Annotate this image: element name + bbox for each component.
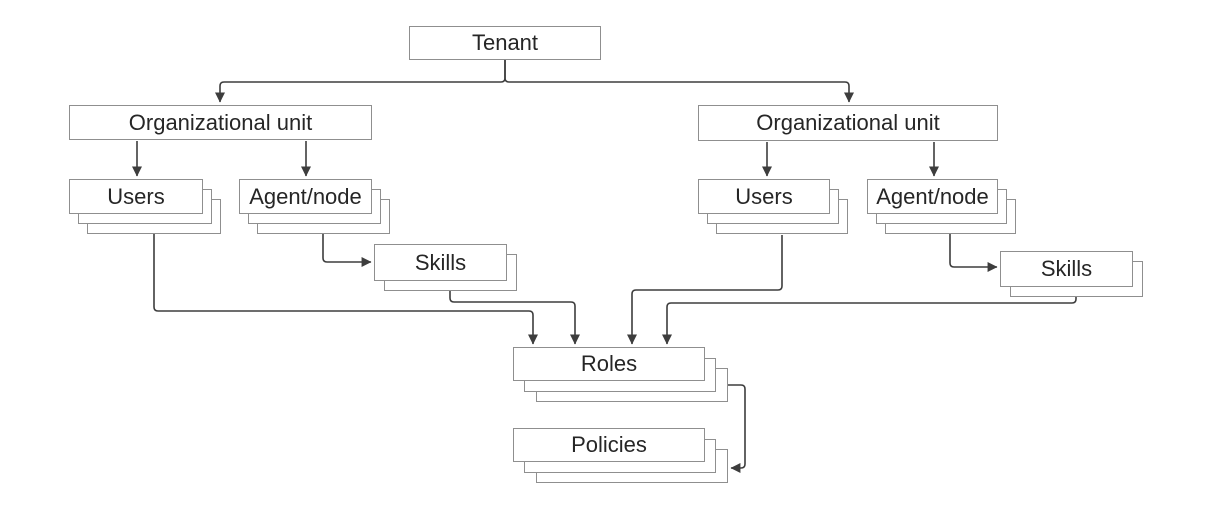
edge-agent-left-skills-left <box>322 234 372 267</box>
node-users-right: Users <box>698 179 848 234</box>
node-skills-right-label: Skills <box>1040 256 1093 281</box>
node-org-unit-left: Organizational unit <box>69 105 372 140</box>
edge-users-left-roles <box>153 234 538 345</box>
edge-roles-policies <box>728 384 746 473</box>
edge-tenant-org-unit-left <box>215 60 506 103</box>
node-users-left-label: Users <box>107 183 165 209</box>
edge-users-right-roles <box>627 235 783 345</box>
node-org-unit-right-label: Organizational unit <box>756 110 940 135</box>
node-tenant-label: Tenant <box>471 30 539 55</box>
node-skills-left-label: Skills <box>414 249 467 275</box>
node-roles: Roles <box>513 347 728 402</box>
node-org-unit-left-label: Organizational unit <box>128 109 313 135</box>
node-users-right-label: Users <box>735 183 793 209</box>
node-agent-node-left: Agent/node <box>239 179 390 234</box>
node-skills-right: Skills <box>1000 251 1143 297</box>
node-agent-node-right: Agent/node <box>867 179 1016 234</box>
node-roles-label: Roles <box>580 351 638 376</box>
node-agent-node-right-label: Agent/node <box>876 183 989 209</box>
node-org-unit-right: Organizational unit <box>698 105 998 141</box>
edge-tenant-org-unit-right <box>504 60 854 103</box>
node-skills-left: Skills <box>374 244 517 291</box>
node-users-left: Users <box>69 179 221 234</box>
node-policies-label: Policies <box>571 432 647 457</box>
edge-skills-right-roles <box>662 297 1077 345</box>
node-policies: Policies <box>513 428 728 483</box>
edge-skills-left-roles <box>449 291 580 345</box>
node-agent-node-left-label: Agent/node <box>249 183 362 209</box>
node-tenant: Tenant <box>409 26 601 60</box>
edge-agent-right-skills-right <box>949 234 998 272</box>
